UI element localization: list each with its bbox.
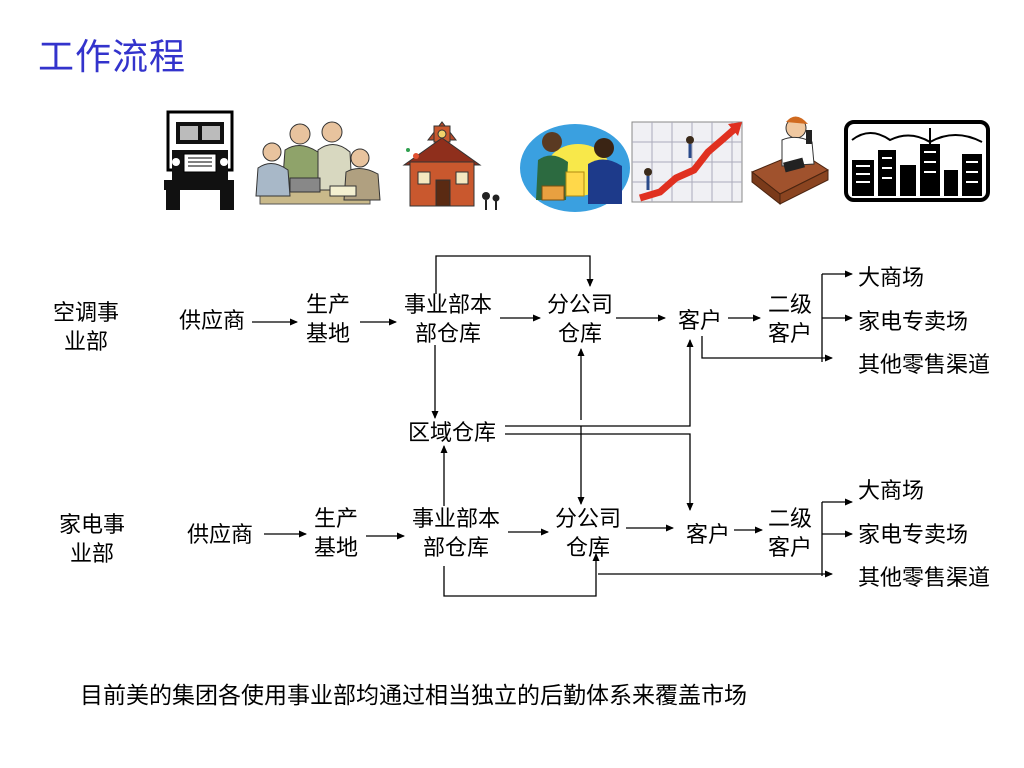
ac-branch-warehouse-line1: 分公司 [547,293,613,318]
ac-branch-warehouse-line2: 仓库 [558,322,602,347]
appliance-flow-arrows [264,426,853,597]
schoolhouse-clipart [402,121,500,210]
appliance-production-line2: 基地 [314,536,358,561]
meeting-clipart [255,121,381,205]
arrow-app-hq-to-branch-bottom [443,553,600,597]
appliance-production-line1: 生产 [314,507,358,532]
ac-supplier: 供应商 [179,309,245,334]
ac-division-label-line2: 业部 [64,330,108,355]
page-title: 工作流程 [38,37,187,78]
appliance-hq-warehouse-line2: 部仓库 [423,536,489,561]
arrow-ac-hq-to-branch-top [435,255,594,294]
appliance-channel-other-retail: 其他零售渠道 [858,566,990,591]
telephone-desk-clipart [751,116,830,206]
ac-customer: 客户 [678,309,722,334]
appliance-division-label-line1: 家电事 [59,513,125,538]
truck-clipart [164,110,234,210]
ac-channel-department-store: 大商场 [858,266,924,291]
ac-production-line2: 基地 [306,322,350,347]
city-skyline-clipart [844,120,990,202]
ac-division-label-line1: 空调事 [53,301,119,326]
growth-chart-clipart [631,121,743,203]
appliance-secondary-customer-line2: 客户 [768,536,812,561]
ac-secondary-customer-line1: 二级 [768,293,812,318]
ac-channel-appliance-store: 家电专卖场 [858,310,968,335]
ac-production-line1: 生产 [306,293,350,318]
appliance-division-label-line2: 业部 [70,542,114,567]
regional-warehouse: 区域仓库 [408,421,496,446]
ac-secondary-customer-line2: 客户 [768,322,812,347]
ac-hq-warehouse-line2: 部仓库 [415,322,481,347]
appliance-channel-appliance-store: 家电专卖场 [858,523,968,548]
arrow-ac-customer-to-other-retail [701,336,833,362]
appliance-hq-warehouse-line1: 事业部本 [412,507,500,532]
arrow-regional-to-ac-customer [505,339,694,427]
ac-hq-warehouse-line1: 事业部本 [404,293,492,318]
handshake-clipart [520,124,630,212]
appliance-channel-department-store: 大商场 [858,479,924,504]
appliance-branch-warehouse-line1: 分公司 [555,507,621,532]
appliance-supplier: 供应商 [187,523,253,548]
arrow-regional-to-app-customer [505,433,694,511]
appliance-customer: 客户 [686,523,730,548]
footer-note: 目前美的集团各使用事业部均通过相当独立的后勤体系来覆盖市场 [80,683,747,709]
ac-flow-arrows [252,255,853,427]
appliance-secondary-customer-line1: 二级 [768,507,812,532]
appliance-branch-warehouse-line2: 仓库 [566,536,610,561]
ac-channel-other-retail: 其他零售渠道 [858,353,990,378]
